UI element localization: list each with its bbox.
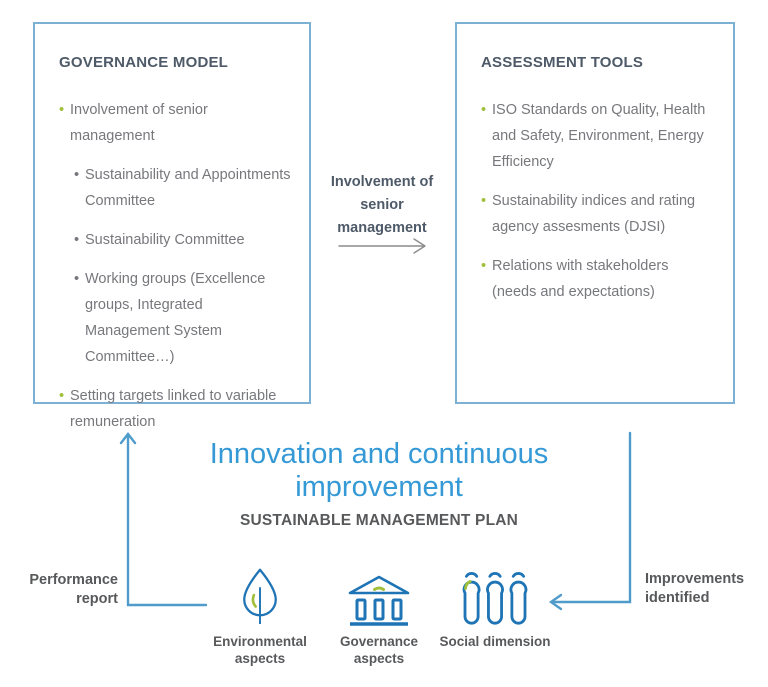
bullet-label: ISO Standards on Quality, Health and Saf… — [492, 102, 706, 170]
bullet-dot-icon: • — [74, 232, 80, 248]
aspect-environmental: Environmental aspects — [204, 564, 316, 667]
bullet-dot-icon: • — [481, 193, 487, 209]
bullet-item: • Sustainability indices and rating agenc… — [481, 188, 715, 240]
bullet-label: Sustainability Committee — [85, 232, 245, 248]
bullet-label: Relations with stakeholders (needs and e… — [492, 258, 669, 300]
aspect-label: Environmental aspects — [213, 634, 307, 666]
bullet-dot-icon: • — [74, 271, 80, 287]
people-icon — [458, 564, 532, 626]
bullet-label: Setting targets linked to variable remun… — [70, 388, 277, 430]
governance-bullet-list: • Involvement of senior management • Sustai… — [59, 97, 291, 435]
bullet-dot-icon: • — [59, 102, 65, 118]
building-icon — [345, 564, 413, 626]
bullet-label: Sustainability and Appointments Committe… — [85, 167, 291, 209]
bullet-dot-icon: • — [481, 258, 487, 274]
aspect-label: Social dimension — [439, 634, 551, 649]
bullet-item: • Involvement of senior management — [59, 97, 291, 149]
governance-box-title: GOVERNANCE MODEL — [59, 54, 229, 71]
bullet-item: • Setting targets linked to variable remu… — [59, 383, 291, 435]
bullet-label: Involvement of senior management — [70, 102, 208, 144]
cycle-title: Innovation and continuous improvement — [209, 438, 549, 503]
bullet-dot-icon: • — [481, 102, 487, 118]
bullet-item: • Sustainability Committee — [74, 227, 291, 253]
aspect-governance: Governance aspects — [323, 564, 435, 667]
aspect-social: Social dimension — [439, 564, 551, 650]
governance-model-box: GOVERNANCE MODEL • Involvement of senior … — [33, 22, 311, 430]
bullet-dot-icon: • — [59, 388, 65, 404]
leaf-icon — [232, 564, 288, 626]
bullet-item: • Relations with stakeholders (needs and … — [481, 253, 715, 305]
connector-label: Involvement of senior management — [330, 174, 434, 236]
bullet-item: • Sustainability and Appointments Committ… — [74, 162, 291, 214]
bullet-item: • Working groups (Excellence groups, Inte… — [74, 266, 291, 370]
aspect-label: Governance aspects — [339, 634, 419, 666]
improvements-identified-label: Improvements identified — [645, 571, 745, 606]
assessment-box-title: ASSESSMENT TOOLS — [481, 54, 644, 71]
assessment-tools-box: ASSESSMENT TOOLS • ISO Standards on Quali… — [455, 22, 735, 404]
senior-management-arrow — [338, 238, 426, 254]
bullet-label: Sustainability indices and rating agency… — [492, 193, 696, 235]
bullet-item: • ISO Standards on Quality, Health and Sa… — [481, 97, 715, 175]
plan-heading: SUSTAINABLE MANAGEMENT PLAN — [239, 512, 519, 529]
performance-report-label: Performance report — [29, 572, 118, 607]
bullet-dot-icon: • — [74, 167, 80, 183]
assessment-bullet-list: • ISO Standards on Quality, Health and Sa… — [481, 97, 715, 305]
bullet-label: Working groups (Excellence groups, Integ… — [85, 271, 266, 365]
